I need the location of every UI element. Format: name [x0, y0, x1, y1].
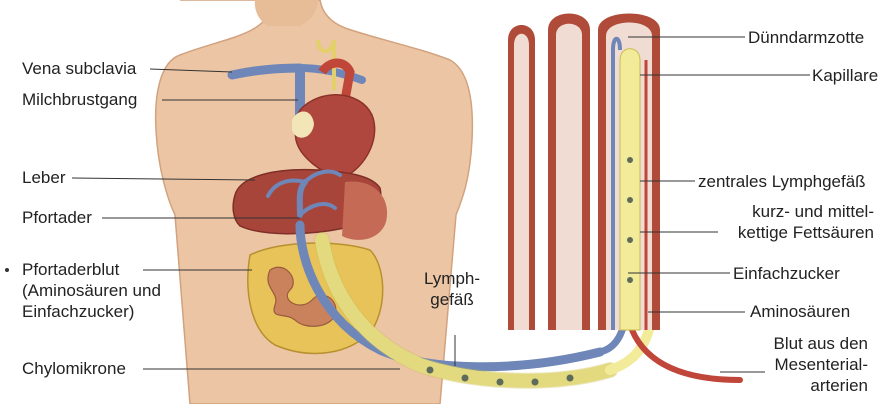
label-blut-line1: Blut aus den: [740, 333, 868, 354]
label-pfortaderblut-line1: Pfortaderblut: [22, 259, 161, 280]
label-lymphgefaess-line2: gefäß: [412, 289, 492, 310]
bullet-marker: [5, 268, 9, 272]
label-milchbrustgang: Milchbrustgang: [22, 89, 137, 110]
label-lymphgefaess-line1: Lymph-: [412, 268, 492, 289]
label-kapillare: Kapillare: [812, 65, 878, 86]
label-fettsaeuren-line2: kettige Fettsäuren: [710, 222, 874, 243]
label-fettsaeuren: kurz- und mittel- kettige Fettsäuren: [710, 201, 874, 243]
label-fettsaeuren-line1: kurz- und mittel-: [710, 201, 874, 222]
label-duenndarmzotte: Dünndarmzotte: [748, 27, 864, 48]
label-blut-mesenterial: Blut aus den Mesenterial- arterien: [740, 333, 868, 396]
label-blut-line2: Mesenterial-: [740, 354, 868, 375]
label-einfachzucker: Einfachzucker: [733, 263, 840, 284]
label-pfortaderblut-line2: (Aminosäuren und: [22, 280, 161, 301]
label-pfortader: Pfortader: [22, 207, 92, 228]
label-chylomikrone: Chylomikrone: [22, 358, 126, 379]
label-pfortaderblut: Pfortaderblut (Aminosäuren und Einfachzu…: [22, 259, 161, 322]
label-pfortaderblut-line3: Einfachzucker): [22, 301, 161, 322]
label-lymphgefaess: Lymph- gefäß: [412, 268, 492, 310]
villi: [508, 14, 660, 331]
label-aminosaeuren: Aminosäuren: [750, 301, 850, 322]
label-blut-line3: arterien: [740, 375, 868, 396]
label-leber: Leber: [22, 167, 65, 188]
label-vena-subclavia: Vena subclavia: [22, 58, 136, 79]
central-lymph: [620, 49, 640, 330]
liver: [233, 170, 387, 240]
label-zentrales-lymphgefaess: zentrales Lymphgefäß: [698, 171, 866, 192]
